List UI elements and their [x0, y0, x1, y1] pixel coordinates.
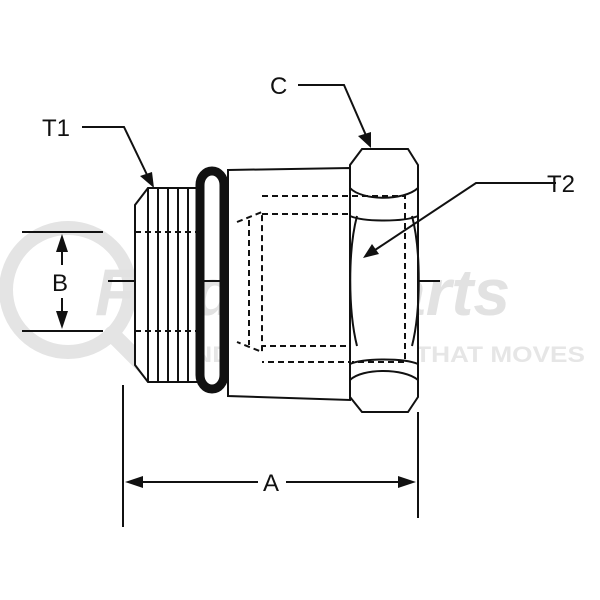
hex-nut — [349, 148, 420, 413]
c-arrowhead — [358, 132, 371, 148]
label-a: A — [263, 470, 279, 497]
a-arrow-right — [398, 476, 416, 488]
label-b: B — [52, 270, 68, 297]
body-outline — [227, 166, 351, 402]
hex-flat-curve — [411, 215, 420, 347]
label-c: C — [270, 73, 287, 100]
hex-chamfer — [349, 187, 419, 199]
a-arrow-left — [125, 476, 143, 488]
label-t1: T1 — [42, 115, 70, 142]
hex-chamfer — [349, 370, 419, 381]
dimension-b: B — [22, 231, 103, 332]
t1-arrowhead — [140, 172, 154, 188]
b-arrow-down — [56, 311, 68, 329]
threaded-end — [134, 187, 199, 383]
label-t2: T2 — [547, 171, 575, 198]
hex-flat-curve — [349, 215, 358, 347]
hex-outline — [349, 148, 419, 413]
hex-chamfer — [349, 358, 419, 365]
watermark-magnifier-ring — [0, 221, 137, 359]
o-ring — [195, 166, 229, 394]
t2-arrowhead — [363, 244, 379, 258]
leaders — [82, 84, 556, 253]
c-leader — [298, 84, 369, 141]
hidden-bore-left — [236, 210, 263, 354]
t2-leader — [371, 182, 556, 253]
dimension-a: A — [122, 385, 419, 527]
t1-leader — [82, 126, 151, 182]
arrowheads — [140, 132, 379, 258]
b-arrow-up — [56, 234, 68, 252]
hidden-bore-hex — [352, 195, 406, 363]
